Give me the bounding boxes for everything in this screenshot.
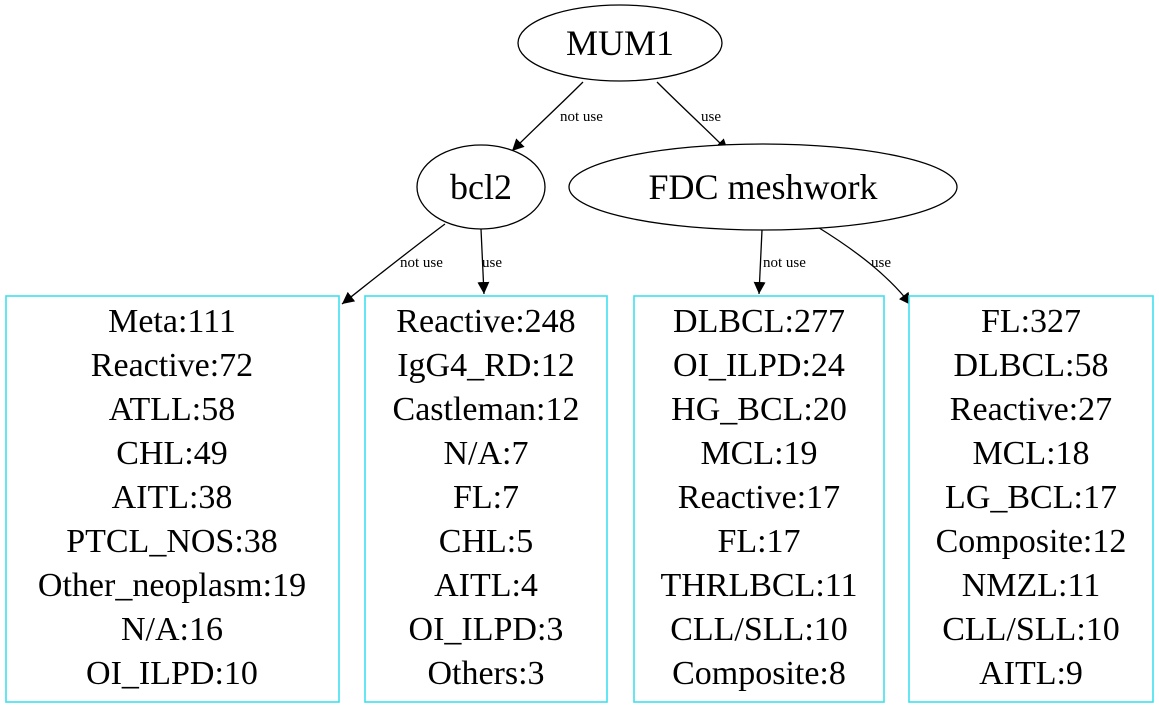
leaf-box-1-lines: Meta:111 Reactive:72 ATLL:58 CHL:49 AITL… [38, 303, 306, 692]
leaf-line: FL:7 [453, 479, 519, 516]
leaf-box-1-border [5, 295, 340, 703]
leaf-line: Composite:12 [936, 523, 1127, 560]
fdc-meshwork-node-label: FDC meshwork [648, 167, 877, 207]
leaf-line: MCL:19 [700, 435, 817, 472]
leaf-line: ATLL:58 [109, 391, 236, 428]
leaf-box-2-lines: Reactive:248 IgG4_RD:12 Castleman:12 N/A… [393, 303, 580, 692]
root-node-label: MUM1 [566, 23, 674, 63]
leaf-line: HG_BCL:20 [671, 391, 847, 428]
edge-label-root-right: use [701, 109, 721, 125]
leaf-line: Other_neoplasm:19 [38, 567, 306, 604]
leaf-line: IgG4_RD:12 [397, 347, 575, 384]
edge-fdc-to-leaf3 [753, 229, 766, 295]
leaf-line: OI_ILPD:3 [409, 611, 564, 648]
leaf-line: CHL:49 [116, 435, 227, 472]
leaf-line: LG_BCL:17 [945, 479, 1117, 516]
leaf-line: N/A:7 [444, 435, 529, 472]
leaf-line: Composite:8 [672, 655, 846, 692]
edge-label-bcl2-leaf2: use [482, 255, 502, 271]
leaf-box-4: FL:327 DLBCL:58 Reactive:27 MCL:18 LG_BC… [908, 295, 1154, 703]
leaf-box-2: Reactive:248 IgG4_RD:12 Castleman:12 N/A… [364, 295, 608, 703]
leaf-line: OI_ILPD:10 [86, 655, 258, 692]
leaf-box-4-border [908, 295, 1154, 703]
bcl2-node-label: bcl2 [450, 167, 512, 207]
edge-label-fdc-leaf4: use [871, 255, 891, 271]
leaf-line: Reactive:17 [678, 479, 840, 516]
leaf-box-1: Meta:111 Reactive:72 ATLL:58 CHL:49 AITL… [5, 295, 340, 703]
edge-bcl2-to-leaf2 [477, 228, 490, 295]
leaf-box-3-lines: DLBCL:277 OI_ILPD:24 HG_BCL:20 MCL:19 Re… [660, 303, 857, 692]
leaf-box-2-border [364, 295, 608, 703]
leaf-line: CHL:5 [439, 523, 533, 560]
leaf-line: CLL/SLL:10 [670, 611, 848, 648]
fdc-meshwork-node-shape [568, 143, 958, 231]
leaf-line: Others:3 [427, 655, 544, 692]
edge-bcl2-to-leaf1 [341, 223, 446, 305]
leaf-line: THRLBCL:11 [660, 567, 857, 604]
leaf-line: FL:17 [717, 523, 800, 560]
leaf-line: Reactive:27 [950, 391, 1112, 428]
leaf-line: Reactive:72 [91, 347, 253, 384]
leaf-line: AITL:4 [434, 567, 538, 604]
leaf-box-3-border [633, 295, 885, 703]
root-node: MUM1 [517, 4, 723, 82]
leaf-line: DLBCL:277 [673, 303, 845, 340]
leaf-line: N/A:16 [121, 611, 223, 648]
fdc-meshwork-node: FDC meshwork [568, 143, 958, 231]
leaf-line: FL:327 [981, 303, 1081, 340]
leaf-line: Meta:111 [108, 303, 236, 340]
edge-fdc-to-leaf4 [815, 225, 912, 306]
leaf-box-4-lines: FL:327 DLBCL:58 Reactive:27 MCL:18 LG_BC… [936, 303, 1127, 692]
leaf-box-3: DLBCL:277 OI_ILPD:24 HG_BCL:20 MCL:19 Re… [633, 295, 885, 703]
leaf-line: DLBCL:58 [954, 347, 1109, 384]
leaf-line: AITL:9 [979, 655, 1083, 692]
edges [341, 81, 912, 306]
bcl2-node-shape [416, 144, 546, 230]
edge-label-bcl2-leaf1: not use [400, 255, 443, 271]
edge-root-to-bcl2 [511, 81, 584, 152]
edge-labels: not use use not use use not use use [400, 109, 891, 271]
leaf-line: CLL/SLL:10 [942, 611, 1120, 648]
leaf-line: MCL:18 [972, 435, 1089, 472]
edge-label-fdc-leaf3: not use [763, 255, 806, 271]
leaf-line: OI_ILPD:24 [673, 347, 845, 384]
leaf-line: Castleman:12 [393, 391, 580, 428]
leaf-line: NMZL:11 [962, 567, 1101, 604]
bcl2-node: bcl2 [416, 144, 546, 230]
edge-label-root-left: not use [560, 109, 603, 125]
root-node-shape [517, 4, 723, 82]
leaf-line: Reactive:248 [396, 303, 575, 340]
leaf-line: AITL:38 [112, 479, 233, 516]
leaf-line: PTCL_NOS:38 [66, 523, 278, 560]
edge-root-to-fdc [656, 81, 729, 152]
